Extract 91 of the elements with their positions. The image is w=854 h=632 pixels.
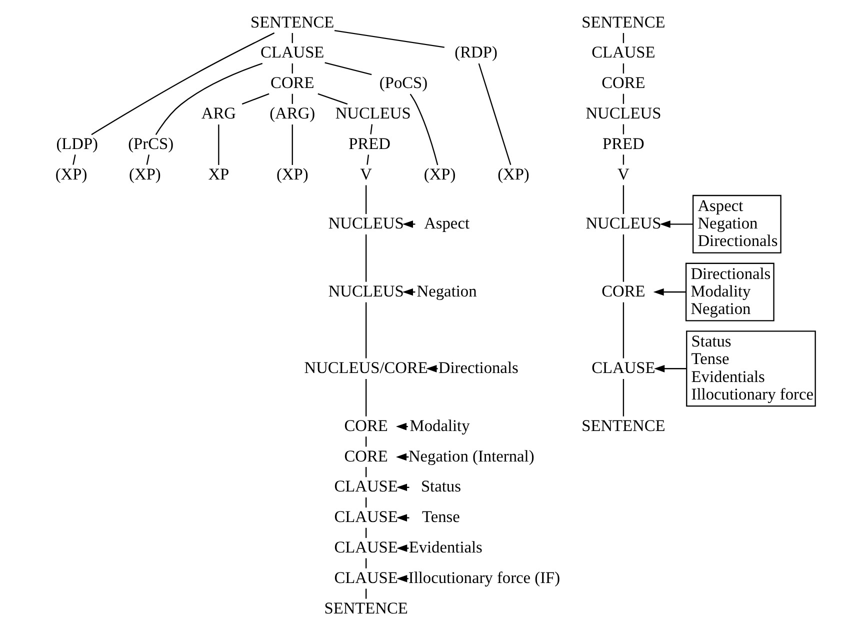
connector	[218, 124, 219, 165]
node-text: ARG	[200, 104, 236, 123]
node-text: NUCLEUS	[334, 104, 410, 123]
node-text: (ARG)	[269, 104, 315, 123]
connector	[291, 124, 292, 165]
connector	[622, 154, 624, 165]
connector	[622, 63, 624, 74]
connector	[365, 302, 366, 358]
connector	[365, 558, 366, 568]
arrow	[654, 364, 686, 372]
node-text: V	[360, 164, 372, 184]
node-text: Illocutionary force (IF)	[408, 568, 560, 587]
connector	[241, 93, 269, 105]
node-text: XP	[208, 164, 229, 184]
connector	[291, 33, 292, 44]
node-text: CLAUSE	[591, 42, 655, 62]
connector	[622, 302, 624, 358]
node-text: NUCLEUS/CORE	[304, 358, 428, 377]
connector	[334, 30, 444, 48]
node-text: Negation	[416, 281, 476, 300]
connector	[365, 378, 366, 416]
node-text: CORE	[601, 281, 645, 300]
connector	[366, 154, 369, 165]
node-text: NUCLEUS	[585, 104, 661, 123]
connector	[291, 94, 292, 104]
node-text: PRED	[348, 134, 390, 153]
connector	[365, 528, 366, 538]
node-text: PRED	[602, 134, 644, 153]
node-text: (XP)	[54, 164, 87, 184]
node-text: (PrCS)	[128, 134, 174, 153]
connector	[622, 378, 624, 416]
arrow	[396, 514, 409, 522]
node-box: Status Tense Evidentials Illocutionary force	[686, 330, 816, 407]
connector	[365, 588, 366, 599]
arrow	[659, 220, 692, 228]
node-text: Status	[420, 476, 460, 496]
node-text: Negation (Internal)	[408, 446, 534, 466]
node-text: SENTENCE	[581, 12, 665, 32]
connector	[291, 63, 292, 74]
node-text: CLAUSE	[260, 42, 324, 62]
node-text: CORE	[344, 416, 388, 435]
node-text: Tense	[421, 507, 460, 526]
connector	[478, 63, 511, 165]
arrow	[652, 288, 685, 296]
node-text: CLAUSE	[334, 568, 398, 587]
node-text: NUCLEUS	[328, 213, 404, 232]
connector	[622, 33, 624, 44]
connector	[146, 154, 150, 165]
node-text: CLAUSE	[334, 476, 398, 496]
connector	[622, 124, 624, 134]
connector	[365, 436, 366, 447]
arrow	[396, 544, 408, 552]
connector	[365, 497, 366, 508]
connector	[72, 154, 76, 165]
connector	[365, 185, 366, 214]
node-text: Modality	[409, 416, 470, 435]
node-text: (LDP)	[56, 134, 98, 153]
node-text: CLAUSE	[334, 538, 398, 557]
node-text: (XP)	[128, 164, 160, 184]
node-text: SENTENCE	[250, 12, 334, 32]
connector	[154, 62, 262, 135]
connector	[409, 94, 438, 166]
node-text: (RDP)	[454, 42, 497, 62]
node-text: Aspect	[424, 213, 470, 232]
node-text: Directionals	[438, 358, 518, 377]
node-text: CORE	[344, 446, 388, 466]
node-text: Evidentials	[408, 538, 482, 557]
connector	[324, 62, 372, 76]
node-box: Directionals Modality Negation	[684, 262, 774, 322]
connector	[370, 124, 372, 134]
connector	[622, 185, 624, 214]
node-text: CORE	[601, 73, 645, 92]
connector	[365, 467, 366, 478]
connector	[365, 234, 366, 282]
connector	[622, 234, 624, 282]
node-box: Aspect Negation Directionals	[692, 194, 781, 254]
node-text: SENTENCE	[581, 416, 665, 435]
node-text: (XP)	[423, 164, 456, 184]
node-text: CLAUSE	[334, 507, 398, 526]
node-text: (XP)	[497, 164, 529, 184]
node-text: CLAUSE	[591, 358, 655, 377]
connector	[90, 32, 274, 136]
node-text: (XP)	[276, 164, 308, 184]
node-text: (PoCS)	[378, 73, 428, 92]
connector	[317, 93, 348, 105]
node-text: NUCLEUS	[328, 281, 404, 300]
node-text: CORE	[270, 73, 314, 92]
connector	[622, 94, 624, 104]
node-text: V	[617, 164, 629, 184]
node-text: NUCLEUS	[585, 213, 661, 232]
node-text: SENTENCE	[324, 598, 408, 618]
